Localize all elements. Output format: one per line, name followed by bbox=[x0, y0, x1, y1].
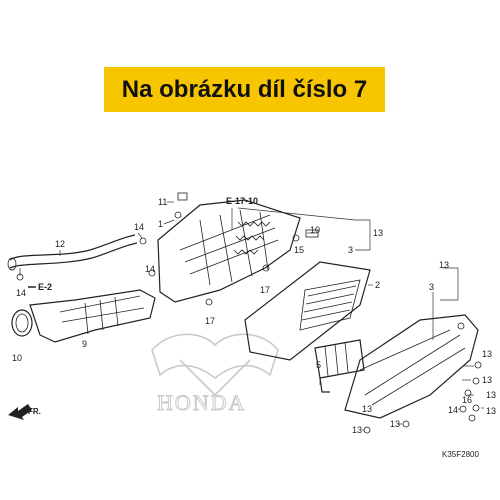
callout-13e: 13 bbox=[390, 419, 400, 429]
callout-6: 13 bbox=[373, 228, 383, 238]
air-cleaner-housing bbox=[157, 199, 301, 303]
callout-2: 2 bbox=[375, 280, 380, 290]
callout-10: 10 bbox=[12, 353, 22, 363]
callout-12: 11 bbox=[158, 197, 167, 207]
callout-3b: 3 bbox=[429, 282, 434, 292]
reference-e-2: E-2 bbox=[38, 282, 52, 292]
callout-13d: 14 bbox=[448, 405, 458, 415]
callout-13f: 13 bbox=[352, 425, 362, 435]
callout-13b: 13 bbox=[482, 375, 492, 385]
intake-hose-part-5 bbox=[7, 234, 138, 271]
callout-14b: 14 bbox=[16, 288, 26, 298]
diagram-reference-code: K35F2800 bbox=[442, 450, 479, 459]
callout-13c: 13 bbox=[486, 406, 496, 416]
callout-16: 16 bbox=[462, 395, 472, 405]
callout-17a: 17 bbox=[205, 316, 215, 326]
callout-13a: 13 bbox=[482, 349, 492, 359]
leader-lines bbox=[19, 201, 484, 431]
banner-text: Na obrázku díl číslo 7 bbox=[121, 75, 368, 103]
honda-wordmark: HONDA bbox=[157, 390, 246, 415]
callout-8: 13 bbox=[439, 260, 449, 270]
reference-e-17-10: E-17-10 bbox=[226, 196, 258, 206]
callout-14c: 14 bbox=[145, 264, 155, 274]
callout-labels: 11 1 14 12 14 14 10 9 17 17 10 15 13 3 2… bbox=[12, 197, 496, 435]
hardware-fasteners bbox=[16, 192, 482, 434]
callout-4: 5 bbox=[316, 360, 321, 370]
callout-13g: 13 bbox=[362, 404, 372, 414]
callout-1: 1 bbox=[158, 219, 163, 229]
filter-element-part-2 bbox=[244, 261, 371, 361]
clamp-part-10 bbox=[11, 309, 33, 337]
front-direction-arrow: FR. bbox=[8, 404, 41, 420]
callout-9: 9 bbox=[82, 339, 87, 349]
air-duct-part-9 bbox=[29, 289, 156, 343]
air-cleaner-cover-part-8 bbox=[344, 314, 479, 419]
snorkel-part-4 bbox=[314, 339, 365, 393]
callout-15: 15 bbox=[294, 245, 304, 255]
callout-17b: 17 bbox=[260, 285, 270, 295]
callout-5: 12 bbox=[55, 239, 65, 249]
callout-14a: 14 bbox=[134, 222, 144, 232]
honda-logo-watermark: HONDA bbox=[151, 333, 279, 416]
callout-11: 10 bbox=[310, 225, 320, 235]
highlight-banner: Na obrázku díl číslo 7 bbox=[104, 67, 385, 112]
callout-7: 13 bbox=[486, 390, 496, 400]
direction-label: FR. bbox=[28, 407, 41, 416]
callout-3a: 3 bbox=[348, 245, 353, 255]
